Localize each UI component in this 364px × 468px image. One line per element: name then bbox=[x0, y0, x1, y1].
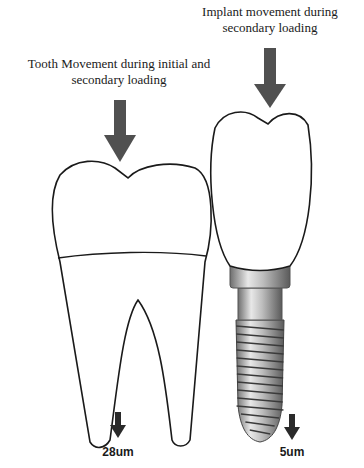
tooth-cej-line bbox=[58, 252, 206, 258]
thread-stroke bbox=[241, 414, 279, 418]
load-arrow bbox=[104, 100, 136, 162]
thread-stroke bbox=[237, 358, 284, 362]
thread-stroke bbox=[236, 334, 284, 338]
thread-stroke bbox=[250, 430, 271, 434]
thread-stroke bbox=[237, 398, 282, 402]
movement-arrow bbox=[284, 414, 300, 440]
implant-neck bbox=[238, 288, 282, 320]
movement-arrow bbox=[110, 412, 126, 438]
implant-crown bbox=[211, 112, 312, 270]
caption-label: Tooth Movement during initial and second… bbox=[16, 56, 222, 87]
thread-stroke bbox=[237, 382, 283, 386]
thread-stroke bbox=[237, 366, 283, 370]
implant-body bbox=[236, 320, 284, 442]
thread-stroke bbox=[236, 326, 284, 330]
thread-stroke bbox=[237, 350, 284, 354]
thread-stroke bbox=[236, 342, 283, 346]
thread-stroke bbox=[245, 422, 274, 426]
implant-threads bbox=[236, 326, 284, 434]
thread-stroke bbox=[237, 374, 283, 378]
measurement-label: 5um bbox=[262, 445, 322, 459]
natural-tooth bbox=[52, 161, 211, 447]
load-arrow bbox=[254, 48, 286, 108]
caption-label: Implant movement during secondary loadin… bbox=[182, 4, 358, 35]
thread-stroke bbox=[237, 390, 283, 394]
measurement-label: 28um bbox=[88, 445, 148, 459]
thread-stroke bbox=[237, 406, 284, 410]
